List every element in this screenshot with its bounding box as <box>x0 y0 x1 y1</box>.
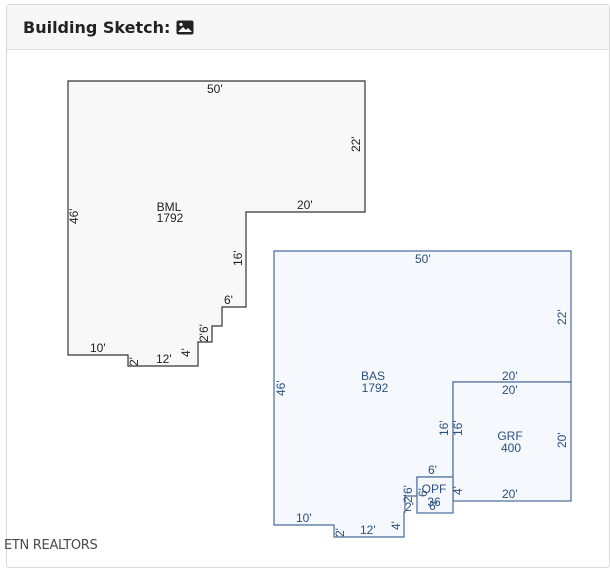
bml-area: 1792 <box>157 211 184 225</box>
opf-outline <box>416 476 454 514</box>
bas-dim-step-top: 20' <box>502 369 518 383</box>
opf-dim-right: 4' <box>451 486 465 495</box>
bml-dim-left: 46' <box>67 208 81 224</box>
grf-code: GRF <box>497 429 522 443</box>
bml-dim-top: 50' <box>207 82 223 96</box>
bml-dim-bottom-mid: 12' <box>156 352 172 366</box>
watermark: ETN REALTORS <box>4 538 98 553</box>
opf-dim-left: 6' <box>416 488 430 497</box>
bas-dim-bottom-right: 4' <box>389 521 403 530</box>
bas-dim-step-mid: 6' <box>428 463 437 477</box>
grf-dim-bottom: 20' <box>502 487 518 501</box>
bas-dim-step-small: 2'6' <box>401 485 415 503</box>
grf-dim-right: 20' <box>555 432 569 448</box>
panel-header: Building Sketch: <box>7 5 609 50</box>
panel-title: Building Sketch: <box>23 17 171 37</box>
bml-dim-right: 22' <box>349 136 363 152</box>
bas-code: BAS <box>361 369 385 383</box>
grf-dim-top: 20' <box>502 383 518 397</box>
opf-area: 36 <box>427 495 441 509</box>
grf-area: 400 <box>501 441 521 455</box>
bas-dim-right: 22' <box>555 309 569 325</box>
bas-dim-small-2: 2' <box>405 500 414 514</box>
bml-outline <box>67 80 366 367</box>
bml-dim-step-mid: 6' <box>224 293 233 307</box>
bas-section: 50' 22' 46' 20' 16' 6' 2'6' 2' 4' 12' 2'… <box>273 250 572 538</box>
bml-dim-step-top: 20' <box>297 198 313 212</box>
bas-dim-top: 50' <box>415 252 431 266</box>
bml-dim-step-right: 16' <box>231 250 245 266</box>
bas-dim-bottom-notch: 2' <box>333 528 347 537</box>
bml-dim-bottom-left: 10' <box>90 341 106 355</box>
bas-area: 1792 <box>362 381 389 395</box>
grf-outline <box>452 381 572 502</box>
bas-dim-bottom-left: 10' <box>296 511 312 525</box>
bml-section: 50' 22' 46' 20' 16' 6' 2'6' 4' 12' 2' 10… <box>67 80 366 367</box>
bml-dim-bottom-notch: 2' <box>127 357 141 366</box>
bas-dim-bottom-mid: 12' <box>360 523 376 537</box>
bml-dim-step-small: 2'6' <box>197 324 211 342</box>
bas-dim-left: 46' <box>274 380 288 396</box>
image-icon[interactable] <box>176 20 194 35</box>
opf-dim-bottom: 6' <box>429 499 438 513</box>
bml-code: BML <box>157 200 182 214</box>
grf-dim-left: 16' <box>451 420 465 436</box>
bml-dim-bottom-right: 4' <box>179 348 193 357</box>
opf-code: OPF <box>422 482 447 496</box>
bas-dim-step-right: 16' <box>437 420 451 436</box>
